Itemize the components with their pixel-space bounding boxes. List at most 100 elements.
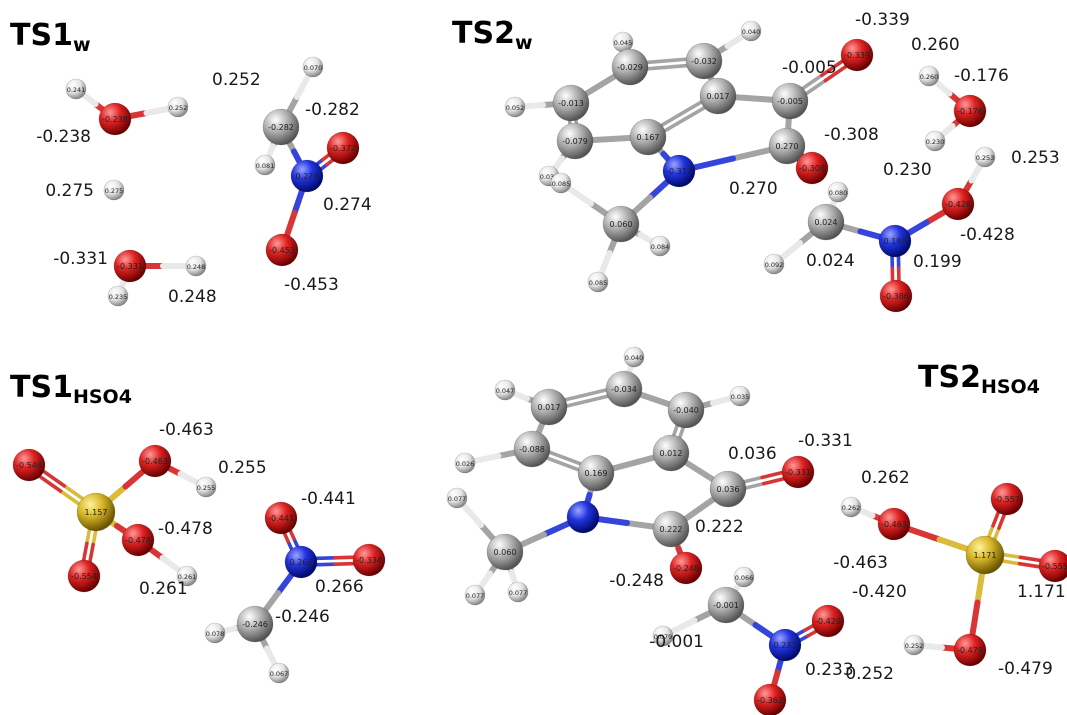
atom-c: 0.169 [577, 454, 615, 492]
atom-charge-label: 0.017 [538, 403, 561, 412]
atom-charge-label: 0.275 [105, 187, 124, 195]
atom-charge-label: 0.248 [187, 263, 206, 271]
charge-label: 0.252 [845, 664, 894, 684]
atom-o: -0.546 [12, 448, 46, 482]
atom-h: 0.230 [924, 130, 946, 152]
atom-o: -0.479 [953, 633, 987, 667]
atom-c: 0.036 [709, 470, 747, 508]
atom-charge-label: 0.081 [256, 162, 275, 170]
panel-title: TS1HSO4 [10, 370, 132, 408]
atom-o: -0.386 [879, 279, 913, 313]
charge-label: -0.248 [609, 571, 664, 591]
atom-o: -0.339 [840, 38, 874, 72]
atom-charge-label: 0.077 [448, 495, 467, 503]
atom-charge-label: -0.029 [617, 63, 643, 72]
charge-label: -0.339 [855, 10, 910, 30]
atom-charge-label: -0.420 [815, 617, 841, 626]
charge-label: 0.275 [45, 181, 94, 201]
atom-o: -0.372 [326, 131, 360, 165]
atom-h: 0.035 [729, 385, 751, 407]
atom-h: 0.077 [464, 584, 486, 606]
atom-charge-label: -0.478 [125, 536, 151, 545]
atom-s: 1.171 [965, 535, 1005, 575]
charge-label: -0.238 [36, 127, 91, 147]
atom-o: -0.463 [877, 507, 911, 541]
atom-h: 0.255 [195, 476, 217, 498]
atom-h: 0.252 [903, 634, 925, 656]
atom-charge-label: 0.260 [920, 73, 939, 81]
atom-h: 0.084 [649, 235, 671, 257]
atom-charge-label: -0.453 [269, 246, 295, 255]
atom-n: -0.312 [662, 154, 696, 188]
atom-charge-label: -0.308 [799, 164, 825, 173]
atom-o: -0.331 [781, 455, 815, 489]
atom-charge-label: -0.555 [1042, 562, 1067, 571]
atom-charge-label: 0.052 [506, 104, 525, 112]
atom-h: 0.235 [107, 285, 129, 307]
atom-charge-label: 0.085 [589, 279, 608, 287]
atom-charge-label: -0.557 [994, 495, 1020, 504]
atom-h: 0.252 [167, 96, 189, 118]
charge-label: -0.308 [824, 125, 879, 145]
atom-h: 0.047 [494, 379, 516, 401]
atom-c: -0.246 [236, 605, 274, 643]
atom-charge-label: 0.040 [742, 28, 761, 36]
atom-charge-label: 0.080 [829, 189, 848, 197]
atom-c: 0.017 [530, 388, 568, 426]
atom-c: 0.060 [486, 533, 524, 571]
panel-ts2-w: TS2w 0.0450.040-0.029-0.032-0.0130.017-0… [452, 10, 1060, 313]
charge-label: 0.270 [729, 179, 778, 199]
atom-charge-label: 0.167 [637, 133, 660, 142]
atom-charge-label: 1.157 [85, 508, 108, 517]
atom-charge-label: 0.084 [651, 243, 670, 251]
atom-charge-label: -0.005 [777, 97, 803, 106]
atom-n [566, 500, 600, 534]
atom-n: 0.233 [768, 628, 802, 662]
panel-title: TS2w [452, 16, 533, 54]
atom-charge-label: -0.282 [268, 123, 294, 132]
atom-charge-label: 0.017 [707, 92, 730, 101]
atom-h: 0.261 [176, 565, 198, 587]
panel-ts2-hso4: TS2HSO4 0.0400.047-0.0340.0350.017-0.040… [446, 346, 1067, 715]
atom-c: -0.088 [513, 430, 551, 468]
atom-o: -0.555 [1038, 549, 1067, 583]
atom-h: 0.275 [103, 179, 125, 201]
atom-charge-label: -0.079 [562, 137, 588, 146]
atom-o: -0.176 [953, 94, 987, 128]
atom-h: 0.092 [763, 253, 785, 275]
atom-charge-label: 0.079 [654, 633, 673, 641]
atom-charge-label: 0.199 [884, 237, 907, 246]
atom-o: -0.248 [669, 551, 703, 585]
atom-o: -0.362 [753, 683, 787, 715]
atom-charge-label: 0.067 [270, 670, 289, 678]
charge-label: -0.428 [960, 225, 1015, 245]
charge-label: 0.255 [218, 458, 267, 478]
atom-charge-label: 0.230 [926, 138, 945, 146]
atom-charge-label: 0.235 [109, 293, 128, 301]
atom-h: 0.079 [652, 625, 674, 647]
charge-label: -0.420 [852, 582, 907, 602]
atom-charge-label: 0.085 [552, 180, 571, 188]
atom-charge-label: -0.428 [945, 200, 971, 209]
atom-charge-label: 0.252 [905, 642, 924, 650]
atom-charge-label: -0.088 [519, 445, 545, 454]
atom-c: 0.017 [699, 77, 737, 115]
atom-o: -0.331 [113, 249, 147, 283]
charge-label: 0.222 [695, 517, 744, 537]
atom-h: 0.026 [454, 452, 476, 474]
atom-charge-label: 0.032 [540, 173, 559, 181]
panel-title: TS2HSO4 [918, 360, 1040, 398]
atom-charge-label: 0.024 [815, 218, 838, 227]
atom-c: 0.012 [652, 434, 690, 472]
charge-label: 0.261 [139, 579, 188, 599]
atom-charge-label: -0.040 [673, 406, 699, 415]
atom-o: -0.453 [265, 233, 299, 267]
atom-charge-label: 0.035 [731, 393, 750, 401]
atom-charge-label: 0.077 [466, 592, 485, 600]
atom-charge-label: 0.266 [290, 558, 313, 567]
atom-c: -0.029 [611, 48, 649, 86]
atom-charge-label: 0.078 [206, 630, 225, 638]
atom-charge-label: 0.047 [496, 387, 515, 395]
charge-label: -0.463 [159, 420, 214, 440]
